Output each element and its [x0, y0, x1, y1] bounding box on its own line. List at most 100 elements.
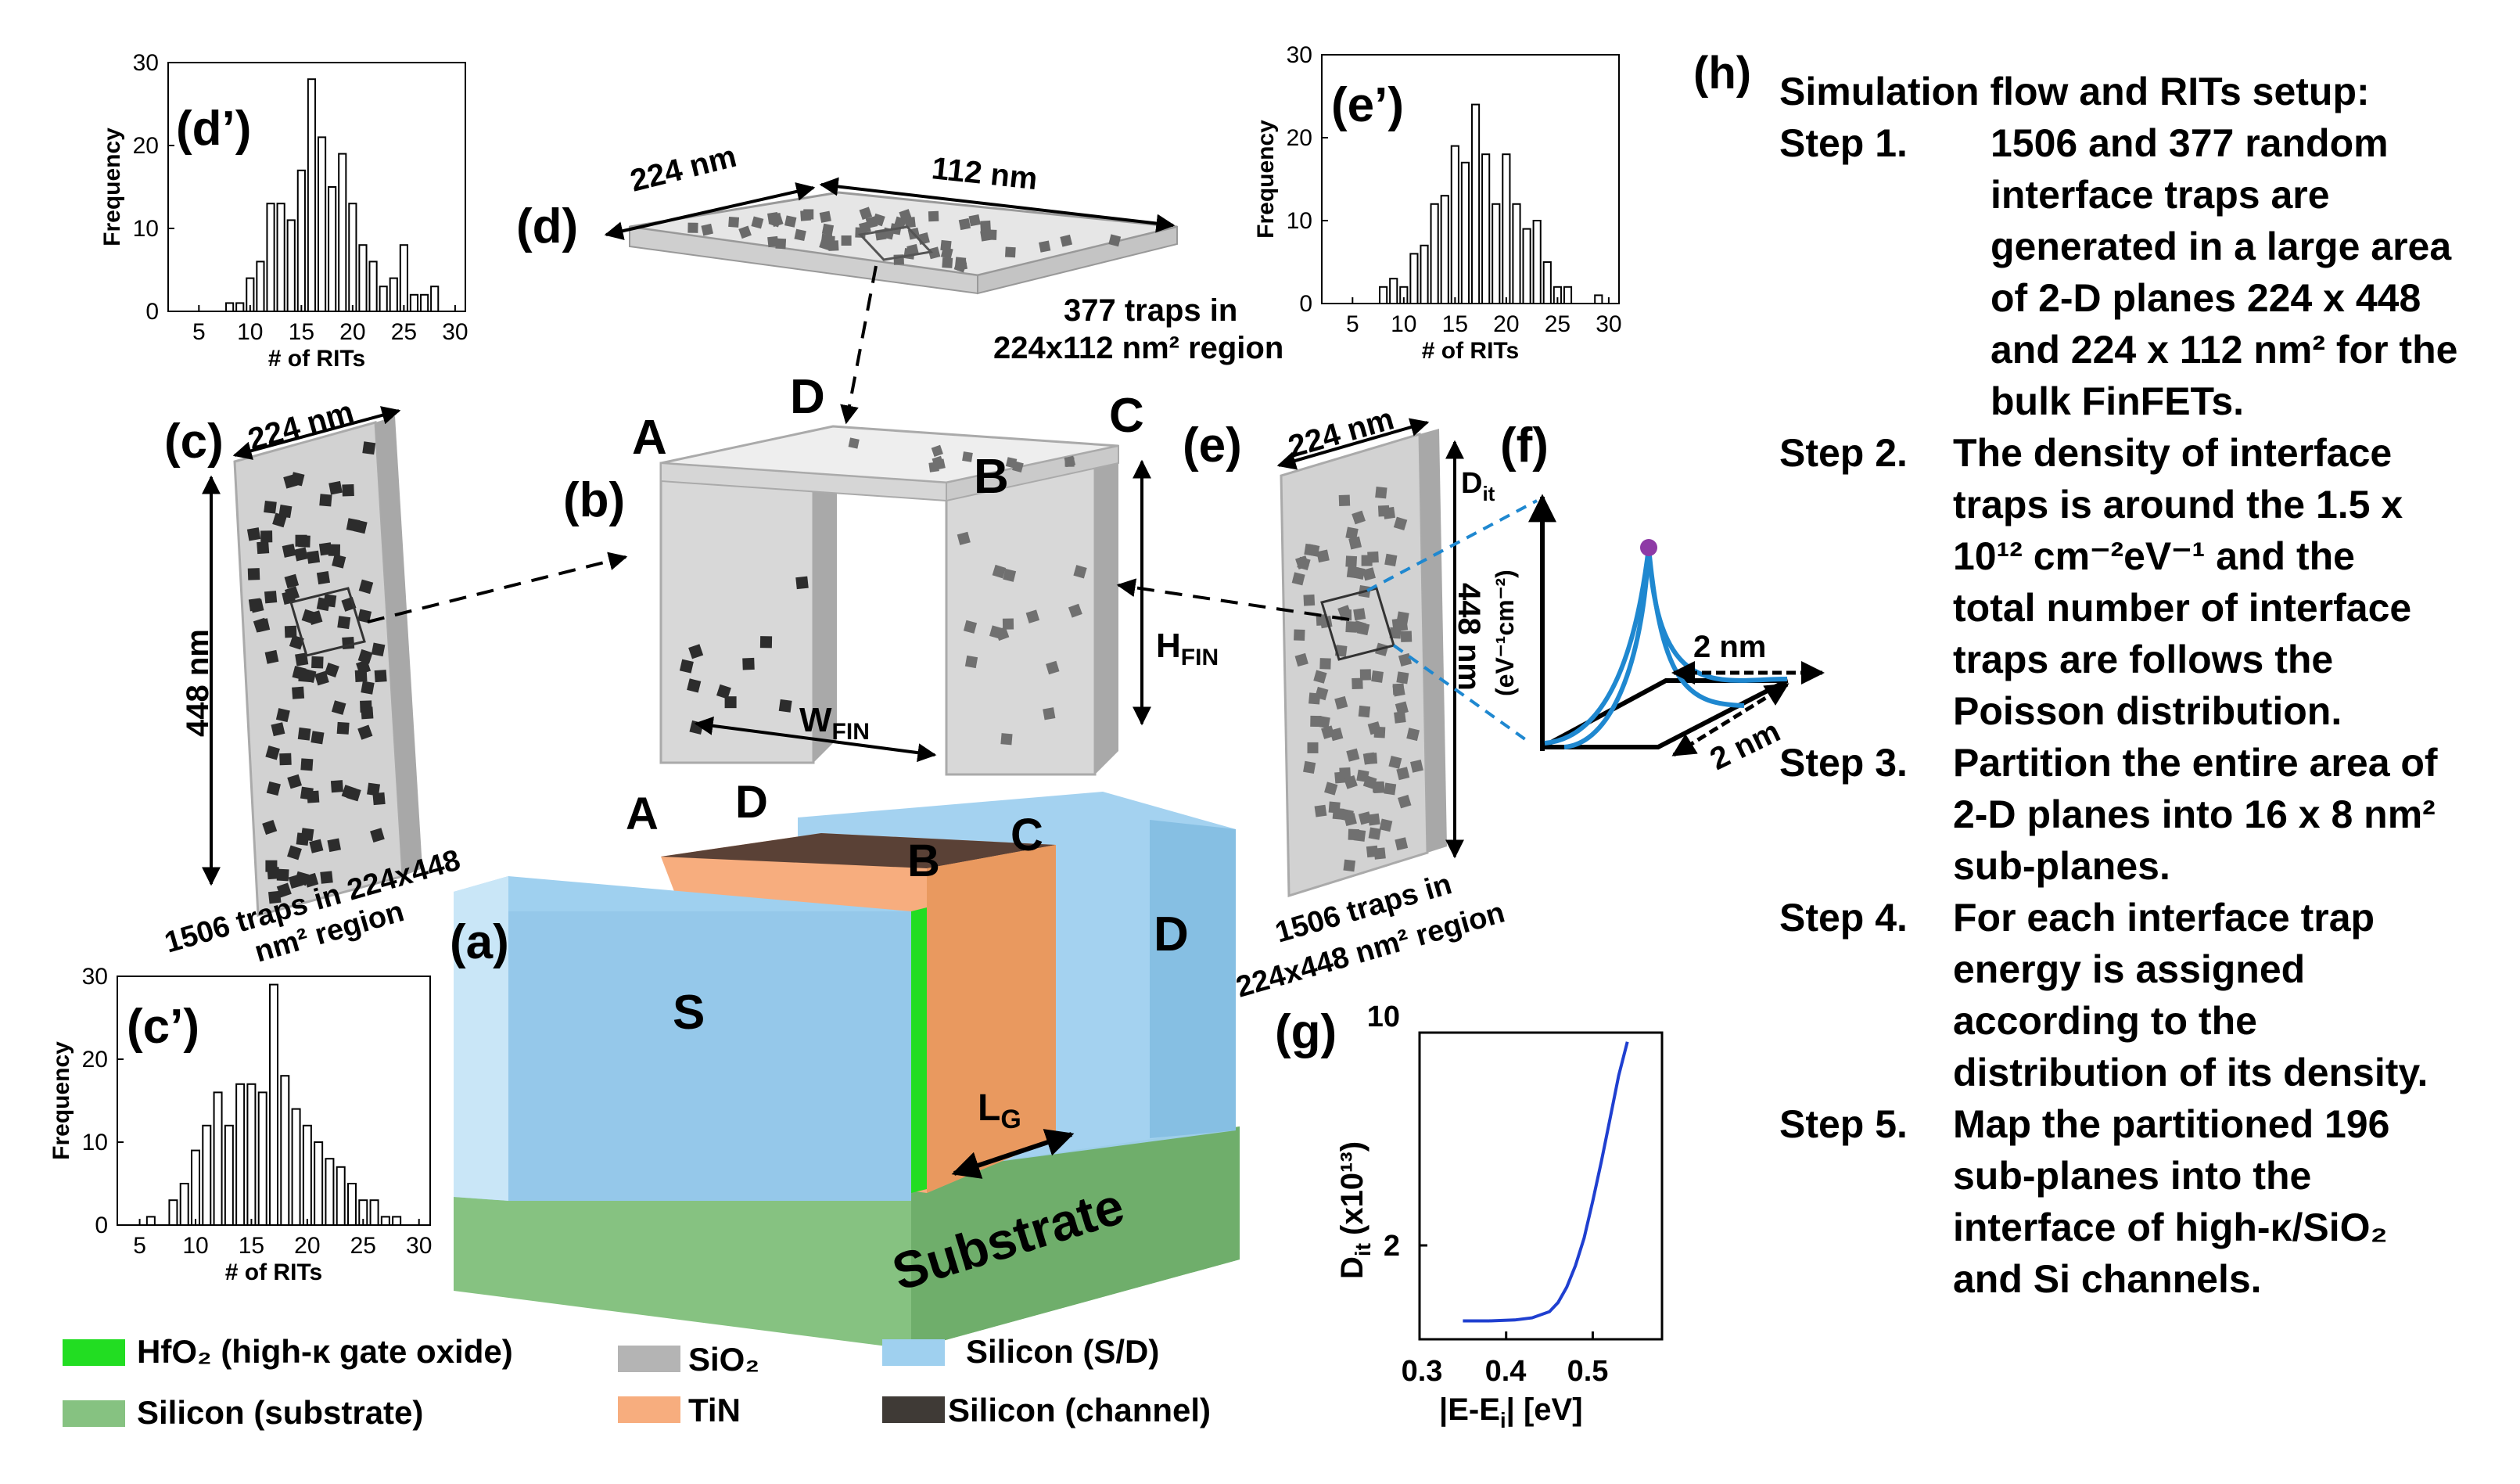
trap-square [1339, 767, 1352, 779]
trap-square [1377, 505, 1390, 517]
trap-square [679, 659, 694, 674]
trap-square [297, 727, 311, 741]
trap-square [289, 634, 304, 650]
trap-square [784, 215, 797, 228]
trap-square [1348, 536, 1362, 550]
trap-square [928, 210, 939, 222]
trap-square [1400, 631, 1413, 642]
trap-square [1373, 726, 1386, 738]
e_prime-bar [1389, 278, 1398, 305]
trap-square [1395, 701, 1409, 715]
legend-label-hfo2: HfO₂ (high-κ gate oxide) [137, 1333, 513, 1370]
c_prime-ytick: 0 [95, 1213, 108, 1238]
fin-corner-A: A [632, 411, 667, 465]
trap-square [1060, 234, 1073, 247]
trap-square [1398, 794, 1412, 809]
trap-square [248, 598, 262, 612]
trap-square [300, 758, 314, 771]
trap-square [257, 541, 270, 555]
c_prime-bar [369, 1199, 379, 1226]
step-text-line: total number of interface [1953, 586, 2412, 630]
trap-square [1345, 621, 1358, 633]
step-label: Step 4. [1779, 896, 1908, 940]
d_prime-xtick: 30 [442, 319, 468, 345]
trap-square [1073, 565, 1087, 579]
legend-label-channel: Silicon (channel) [948, 1392, 1211, 1428]
trap-square [1005, 246, 1016, 258]
trap-square [770, 213, 781, 225]
trap-square [1394, 711, 1406, 724]
trap-square [264, 591, 278, 604]
step-label: Step 3. [1779, 741, 1908, 785]
trap-square [940, 246, 953, 260]
trap-square [262, 820, 278, 835]
d_prime-ytick: 20 [133, 133, 159, 159]
e_prime-bar [1430, 203, 1439, 304]
plane-c-height: 448 nm [181, 629, 215, 737]
trap-square [370, 828, 385, 843]
trap-square [309, 839, 324, 853]
d_prime-bar [409, 293, 419, 312]
trap-square [355, 659, 372, 675]
trap-square [1303, 760, 1316, 774]
trap-square [1068, 603, 1082, 618]
trap-square [1341, 808, 1354, 822]
trap-square [362, 441, 376, 455]
trap-square [1043, 707, 1056, 720]
d_prime-frame [167, 62, 466, 312]
d_prime-bar [368, 261, 378, 312]
drain-label: D [1154, 907, 1189, 961]
trap-square [1314, 804, 1327, 817]
trap-square [827, 240, 839, 251]
trap-square [265, 860, 278, 872]
c_prime-bar [246, 1083, 257, 1227]
trap-square [958, 217, 971, 231]
trap-square [1291, 572, 1305, 586]
step-label: Step 1. [1779, 121, 1908, 165]
trap-square [1039, 240, 1051, 253]
trap-square [266, 781, 281, 796]
d_prime-bar [399, 244, 408, 313]
trap-square [963, 620, 978, 634]
panel-label-d: (d) [516, 199, 578, 253]
c_prime-bar [325, 1158, 335, 1226]
trap-square [1352, 510, 1366, 525]
trap-square [1389, 627, 1402, 639]
trap-square [1366, 753, 1378, 765]
trap-square [1000, 733, 1013, 746]
step-text-line: interface of high-κ/SiO₂ [1953, 1206, 2388, 1249]
trap-square [1344, 774, 1358, 789]
trap-square [1064, 457, 1075, 467]
trap-square [968, 214, 981, 227]
trap-square [357, 724, 373, 740]
e_prime-ytick: 30 [1287, 42, 1312, 68]
e_prime-bar [1460, 161, 1470, 304]
e_prime-bar [1379, 286, 1388, 304]
panel-label-a: (a) [450, 915, 509, 969]
trap-square [374, 670, 387, 683]
trap-square [1372, 781, 1384, 793]
g-xtick-0.4: 0.4 [1485, 1355, 1527, 1388]
device-corner-A: A [626, 789, 659, 839]
trap-square [311, 656, 324, 669]
panel-label-b: (b) [563, 473, 625, 527]
trap-profile-f: 2 nm 2 nm Dit (eV⁻¹cm⁻²) (f) [1366, 419, 1825, 777]
g-ytick-2: 2 [1384, 1230, 1400, 1263]
trap-square [992, 564, 1007, 579]
c_prime-xlabel: # of RITs [225, 1259, 322, 1285]
trap-square [275, 708, 290, 723]
trap-square [1384, 553, 1398, 567]
c_prime-bar [224, 1124, 234, 1227]
d_prime-bar [379, 286, 388, 313]
traps-fin-b [679, 437, 1087, 746]
c_prime-bar [392, 1216, 402, 1227]
trap-square [1315, 686, 1329, 701]
trap-profile-ylabel: Dit [1461, 467, 1495, 505]
legend-label-tin: TiN [688, 1392, 741, 1428]
fin-width-label: WFIN [799, 701, 870, 745]
trap-square [1367, 813, 1380, 826]
trap-square [1361, 555, 1373, 566]
steps-title: Simulation flow and RITs setup: [1779, 70, 2370, 113]
